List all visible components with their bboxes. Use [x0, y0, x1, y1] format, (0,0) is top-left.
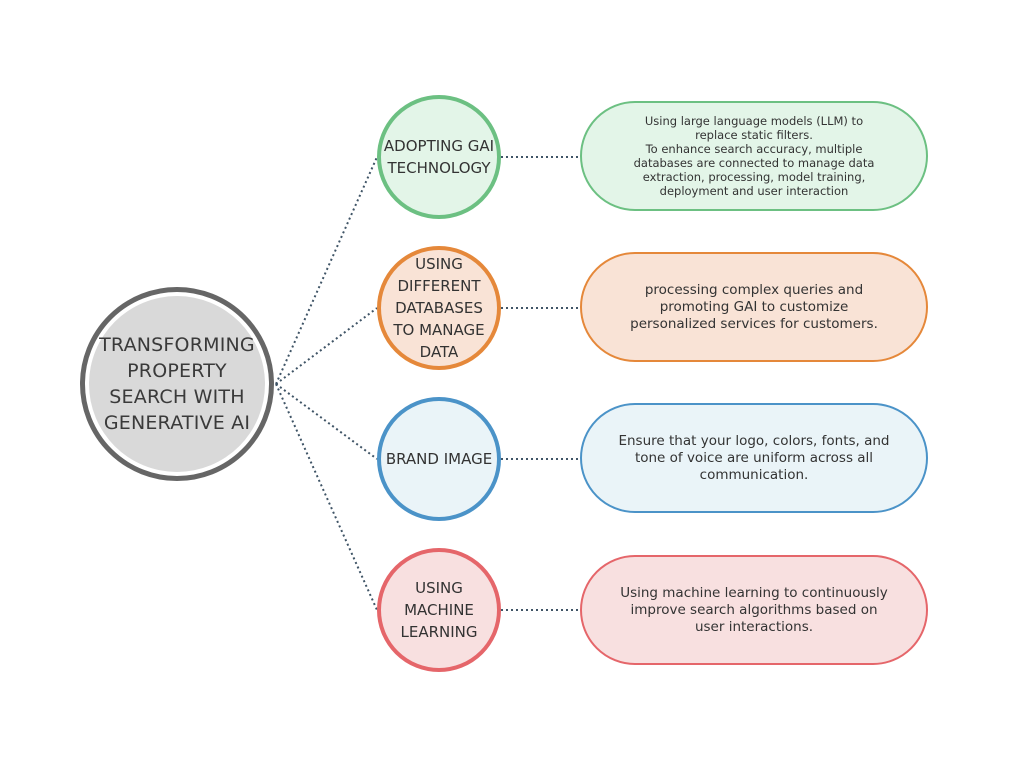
- detail-text: Using large language models (LLM) to rep…: [633, 114, 875, 198]
- detail-box-brand-image: Ensure that your logo, colors, fonts, an…: [580, 403, 928, 513]
- branch-title: USING DIFFERENT DATABASES TO MANAGE DATA: [393, 255, 485, 361]
- connector-hub-to-branch-2: [275, 307, 378, 385]
- detail-text: Using machine learning to continuously i…: [620, 584, 888, 635]
- detail-box-databases: processing complex queries and promoting…: [580, 252, 928, 362]
- branch-node-machine-learning: USING MACHINE LEARNING: [377, 548, 501, 672]
- hub-node: TRANSFORMING PROPERTY SEARCH WITH GENERA…: [80, 287, 274, 481]
- hub-title: TRANSFORMING PROPERTY SEARCH WITH GENERA…: [99, 334, 255, 434]
- connector-hub-to-branch-4: [275, 383, 378, 611]
- branch-title: BRAND IMAGE: [385, 450, 493, 468]
- detail-box-adopting-gai: Using large language models (LLM) to rep…: [580, 101, 928, 211]
- connector-hub-to-branch-3: [275, 383, 378, 460]
- detail-text: Ensure that your logo, colors, fonts, an…: [618, 432, 890, 483]
- branch-title: USING MACHINE LEARNING: [400, 579, 478, 641]
- detail-box-machine-learning: Using machine learning to continuously i…: [580, 555, 928, 665]
- hub-node-fill: TRANSFORMING PROPERTY SEARCH WITH GENERA…: [89, 296, 265, 472]
- branch-node-databases: USING DIFFERENT DATABASES TO MANAGE DATA: [377, 246, 501, 370]
- branch-node-adopting-gai: ADOPTING GAI TECHNOLOGY: [377, 95, 501, 219]
- connector-hub-to-branch-1: [275, 156, 378, 385]
- branch-node-brand-image: BRAND IMAGE: [377, 397, 501, 521]
- detail-text: processing complex queries and promoting…: [630, 281, 878, 332]
- branch-title: ADOPTING GAI TECHNOLOGY: [383, 137, 495, 177]
